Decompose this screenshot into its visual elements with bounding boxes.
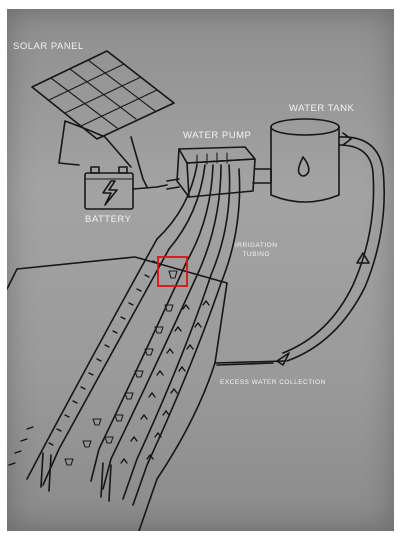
irrigation-sketch <box>7 9 394 531</box>
battery-body <box>85 173 133 209</box>
water-drop-icon <box>299 157 309 176</box>
plant-pot-icon <box>169 271 177 278</box>
solar-panel-grid-line <box>49 64 124 100</box>
crop-row-1-left <box>27 239 157 479</box>
solar-panel-grid-line <box>51 78 117 128</box>
label-battery: BATTERY <box>85 214 131 225</box>
flow-arrow <box>277 353 289 365</box>
label-water-tank: WATER TANK <box>289 103 354 114</box>
solar-panel-grid-line <box>70 69 136 119</box>
battery-cable <box>133 185 167 189</box>
field-bed-outline <box>7 257 285 363</box>
label-solar-panel: SOLAR PANEL <box>13 41 84 52</box>
plant-pot-icon <box>65 419 101 465</box>
solar-panel <box>32 51 174 187</box>
return-pipe-inner <box>283 145 374 353</box>
field-bed-edge <box>139 363 215 531</box>
solar-panel-grid-line <box>88 60 155 111</box>
pump-taps <box>197 153 227 165</box>
drip-emitters-edge <box>9 427 33 465</box>
tube-to-row-1 <box>157 165 205 249</box>
sketch-paper: SOLAR PANEL WATER TANK WATER PUMP BATTER… <box>7 9 394 531</box>
battery-terminal <box>119 167 127 173</box>
drip-emitters-row-1 <box>49 261 157 445</box>
pump-outlet <box>253 169 271 183</box>
water-pump <box>167 147 271 197</box>
lightning-bolt-icon <box>103 181 117 205</box>
label-irrigation-line-1: IRRIGATION <box>235 241 277 250</box>
crop-row-3-right <box>133 283 221 505</box>
solar-panel-grid-line <box>65 77 141 113</box>
battery-terminal <box>91 167 99 173</box>
solar-panel-grid-line <box>81 90 157 126</box>
tank-top <box>271 119 339 135</box>
seedlings-row-3 <box>147 301 209 459</box>
label-irrigation-line-2: TUBING <box>235 250 277 259</box>
label-excess-water: EXCESS WATER COLLECTION <box>220 378 326 387</box>
flow-arrow <box>343 133 351 145</box>
water-tank <box>271 119 339 202</box>
crop-row-1-right <box>43 249 169 485</box>
row-2-outlet <box>101 463 111 501</box>
label-irrigation-tubing: IRRIGATION TUBING <box>235 241 277 259</box>
label-water-pump: WATER PUMP <box>183 130 251 141</box>
battery <box>85 167 133 209</box>
return-pipe-outer <box>287 137 384 361</box>
tank-body <box>271 127 339 202</box>
tube-to-row-2 <box>187 165 221 271</box>
